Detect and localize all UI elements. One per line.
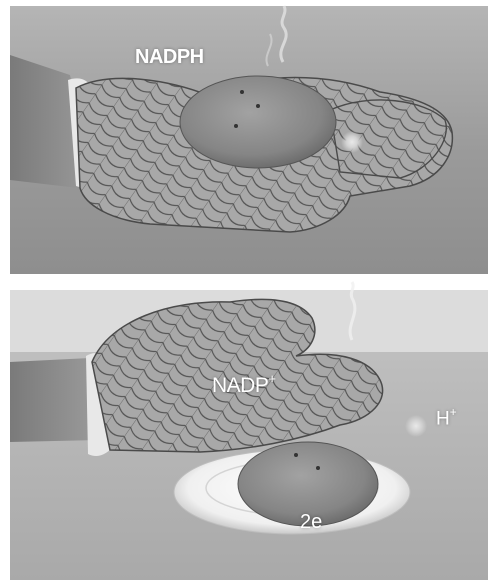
potato-eye	[294, 453, 298, 457]
proton-dot-top	[341, 131, 363, 153]
hydrogen-ion-label: H+	[436, 407, 457, 430]
h-text: H	[436, 408, 450, 429]
bottom-panel	[10, 282, 488, 580]
nadph-text: NADPH	[135, 46, 204, 68]
potato-top	[180, 76, 336, 168]
potato-eye	[256, 104, 260, 108]
nadp-plus-label: NADP+	[212, 372, 275, 398]
electrons-label: 2e	[300, 511, 322, 534]
nadp-charge: +	[268, 371, 275, 386]
h-charge: +	[450, 406, 457, 419]
potato-eye	[316, 466, 320, 470]
nadp-text: NADP	[212, 374, 268, 397]
potato-eye	[234, 124, 238, 128]
potato-eye	[240, 90, 244, 94]
nadph-label: NADPH	[135, 46, 204, 69]
top-panel	[10, 6, 488, 274]
proton-dot-bottom	[405, 415, 427, 437]
electrons-text: 2e	[300, 511, 322, 533]
